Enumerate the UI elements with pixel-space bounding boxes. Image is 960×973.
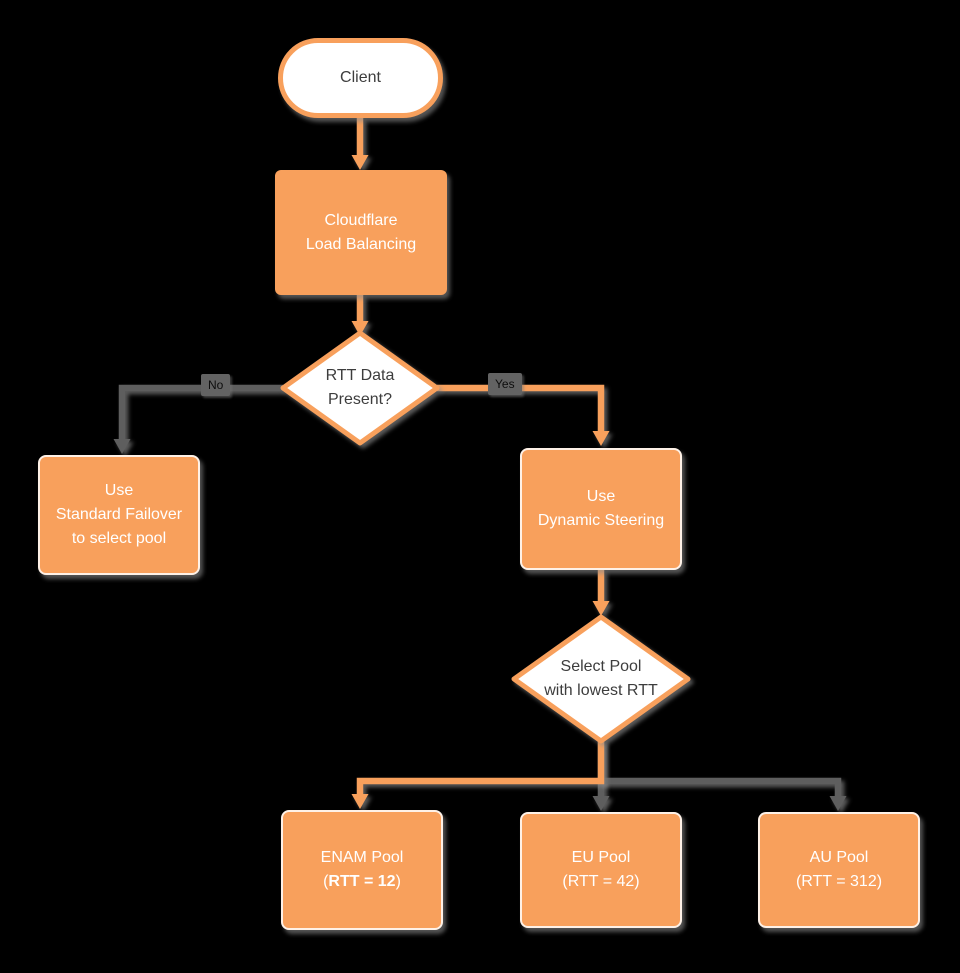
node-client: Client [278, 38, 443, 118]
decision-select-pool-diamond [511, 614, 691, 744]
decision-select-pool-label: Select Pool with lowest RTT [544, 658, 658, 699]
node-client-label: Client [340, 69, 381, 86]
arrowhead-icon [592, 431, 610, 446]
edge-au-connector [601, 777, 847, 811]
node-eu-pool: EU Pool (RTT = 42) [520, 812, 682, 928]
arrowhead-icon [351, 155, 369, 170]
edge-enam-connector [351, 741, 605, 809]
edge-no-connector [113, 384, 283, 454]
arrowhead-icon [592, 601, 610, 616]
edge-label-no: No [201, 374, 231, 396]
arrowhead-icon [351, 794, 369, 809]
arrowhead-icon [592, 796, 610, 811]
node-au-pool: AU Pool (RTT = 312) [758, 812, 920, 928]
node-dynamic-steering-label: Use Dynamic Steering [537, 488, 665, 529]
arrowhead-icon [351, 321, 369, 336]
node-standard-failover: Use Standard Failover to select pool [38, 455, 200, 575]
node-enam-pool: ENAM Pool (RTT = 12) [281, 810, 443, 930]
edge-label-yes: Yes [488, 373, 522, 395]
edge-yes-connector [437, 384, 610, 446]
node-standard-failover-label: Use Standard Failover to select pool [55, 482, 183, 547]
arrowhead-icon [829, 796, 847, 811]
edge-dynamic-to-select-connector [592, 570, 610, 616]
arrowhead-icon [113, 439, 131, 454]
decision-rtt-diamond [280, 330, 440, 446]
edge-lb-to-decision-connector [351, 295, 369, 336]
node-cloudflare-lb-label: Cloudflare Load Balancing [305, 211, 417, 253]
node-au-pool-label: AU Pool (RTT = 312) [795, 849, 883, 890]
node-enam-pool-label: ENAM Pool (RTT = 12) [320, 849, 404, 890]
node-eu-pool-label: EU Pool (RTT = 42) [562, 849, 640, 890]
decision-rtt-label: RTT Data Present? [325, 367, 395, 408]
node-dynamic-steering: Use Dynamic Steering [520, 448, 682, 570]
edge-client-to-lb-connector [351, 118, 369, 170]
node-cloudflare-lb: Cloudflare Load Balancing [275, 170, 447, 295]
